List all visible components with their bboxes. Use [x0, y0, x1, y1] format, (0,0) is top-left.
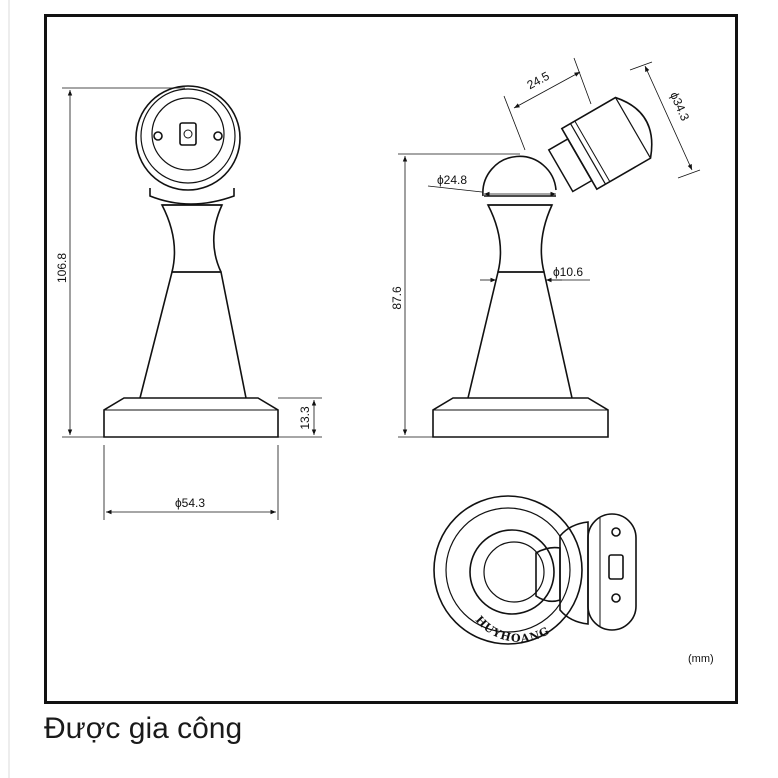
front-center-slot [179, 122, 197, 146]
dim-base-height: 13.3 [298, 406, 312, 430]
side-head [547, 96, 653, 193]
dim-height-to-ball: 87.6 [390, 286, 404, 310]
front-view [103, 85, 279, 438]
side-view [432, 96, 653, 438]
top-base-ring [445, 507, 571, 633]
top-head-collar [559, 521, 589, 625]
front-collar [149, 188, 235, 205]
dim-total-height: 106.8 [55, 253, 69, 283]
top-screw-hole-lower [611, 593, 621, 603]
units-label: (mm) [688, 653, 714, 665]
front-screw-hole-left [153, 131, 163, 141]
dim-neck-diameter: ϕ10.6 [553, 265, 583, 279]
top-screw-hole-upper [611, 527, 621, 537]
side-cone [467, 271, 573, 399]
drawing-frame [44, 14, 738, 704]
front-screw-hole-right [213, 131, 223, 141]
front-waist [160, 204, 224, 273]
top-cone-ring [469, 529, 555, 615]
top-base-outer [433, 495, 583, 645]
top-center-slot [608, 554, 624, 580]
side-dimensions [398, 57, 701, 438]
front-base [103, 397, 279, 438]
top-view [433, 495, 637, 645]
left-edge-strip [8, 0, 10, 778]
dim-base-diameter: ϕ54.3 [175, 496, 205, 510]
side-waist [486, 204, 554, 273]
top-head-face [587, 513, 637, 631]
front-cone [139, 271, 247, 399]
front-dimensions [62, 87, 322, 520]
dim-head-diameter: ϕ34.3 [667, 90, 692, 123]
dim-head-length: 24.5 [525, 69, 552, 92]
caption: Được gia công [44, 712, 243, 745]
front-head-outer [135, 85, 241, 191]
side-base [432, 397, 609, 438]
side-ball [482, 155, 557, 197]
dim-ball-diameter: ϕ24.8 [437, 173, 467, 187]
